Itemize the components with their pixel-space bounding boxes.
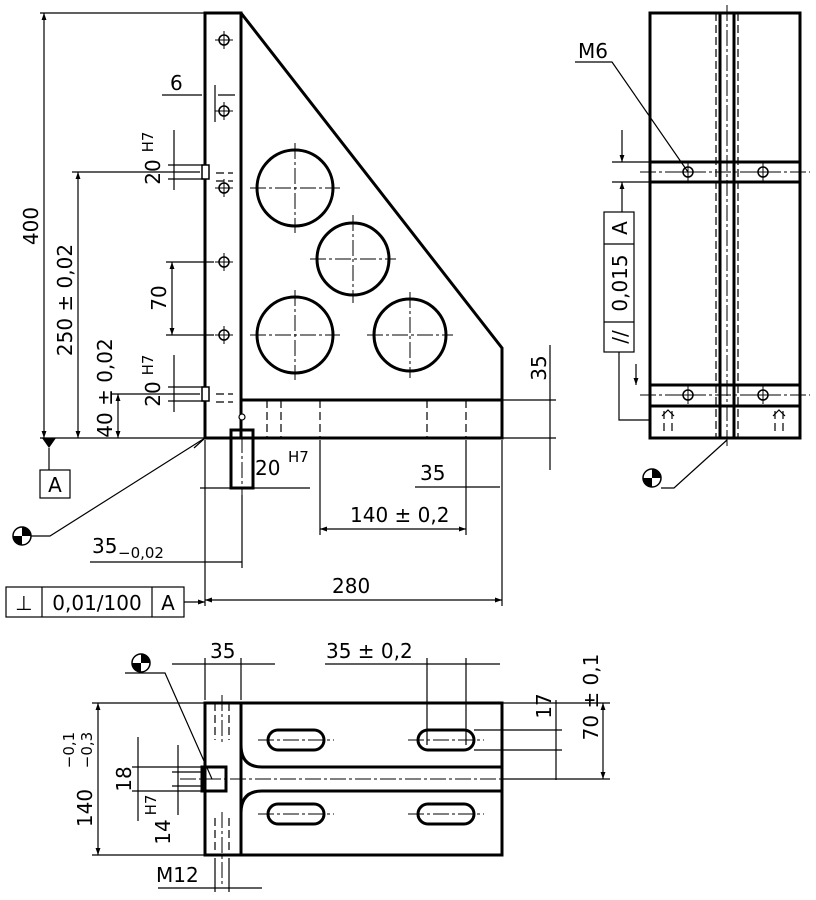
side-view: M6 A 0,015 //: [575, 5, 810, 489]
bottom-slot-tol-h7: H7: [288, 448, 309, 466]
par-datum: A: [608, 221, 632, 235]
top-dim-140: 140: [73, 789, 97, 827]
top-thread-m12: M12: [156, 863, 199, 887]
top-dim-140-upper: −0,1: [60, 732, 78, 768]
par-symbol: //: [608, 330, 632, 344]
hole-pitch-70: 70: [147, 285, 171, 310]
top-dim-140-lower: −0,3: [78, 732, 96, 768]
pos-250-dim: 250 ± 0,02: [53, 244, 77, 356]
slot-width-dim-6: 6: [170, 71, 183, 95]
par-value: 0,015: [608, 254, 632, 311]
centering-mark-icon: [12, 526, 32, 546]
bottom-slot-20: 20: [255, 456, 280, 480]
pos-40-dim: 40 ± 0,02: [93, 338, 117, 437]
perp-value: 0,01/100: [52, 591, 141, 615]
base-thickness-35: 35: [527, 355, 551, 380]
dim-35-left-tol: −0,02: [118, 544, 164, 562]
top-dim-14-tol: H7: [142, 795, 160, 816]
width-dim-280: 280: [332, 574, 370, 598]
base-hidden-lines: [229, 400, 467, 500]
top-dim-17: 17: [532, 693, 556, 718]
dim-35-right: 35: [420, 461, 445, 485]
slot2-width-20: 20: [141, 381, 165, 406]
front-view-bore-holes: [250, 143, 453, 380]
parallelism-frame: A 0,015 //: [603, 211, 635, 353]
dim-35-left: 35: [92, 534, 117, 558]
perp-datum: A: [161, 591, 175, 615]
top-view: 35 35 ± 0,2 17 70 ± 0,1 140 −0,1 −0,3 18…: [60, 639, 610, 892]
dim-140: 140 ± 0,2: [350, 503, 449, 527]
front-view-outline: [193, 11, 504, 449]
oblong-slots: [258, 728, 484, 826]
perp-symbol: ⊥: [15, 591, 32, 615]
perpendicularity-frame: ⊥ 0,01/100 A: [5, 586, 185, 618]
front-view-mounting-holes: [214, 30, 234, 403]
datum-a-label: A: [48, 473, 62, 497]
slot1-tol-h7: H7: [139, 132, 157, 153]
top-dim-18: 18: [112, 766, 136, 791]
side-thread-m6: M6: [578, 39, 608, 63]
top-dim-70: 70 ± 0,1: [579, 654, 603, 741]
slot2-tol-h7: H7: [139, 355, 157, 376]
side-centering-mark-icon: [642, 468, 662, 488]
top-dim-35-pm: 35 ± 0,2: [326, 639, 413, 663]
top-dim-14: 14: [151, 819, 175, 844]
front-view: 400 6 20 H7 250 ± 0,02 70 40 ± 0,02 20 H…: [5, 11, 556, 618]
height-dim-400: 400: [19, 207, 43, 245]
top-centering-mark-icon: [131, 653, 151, 673]
top-dim-35: 35: [210, 639, 235, 663]
